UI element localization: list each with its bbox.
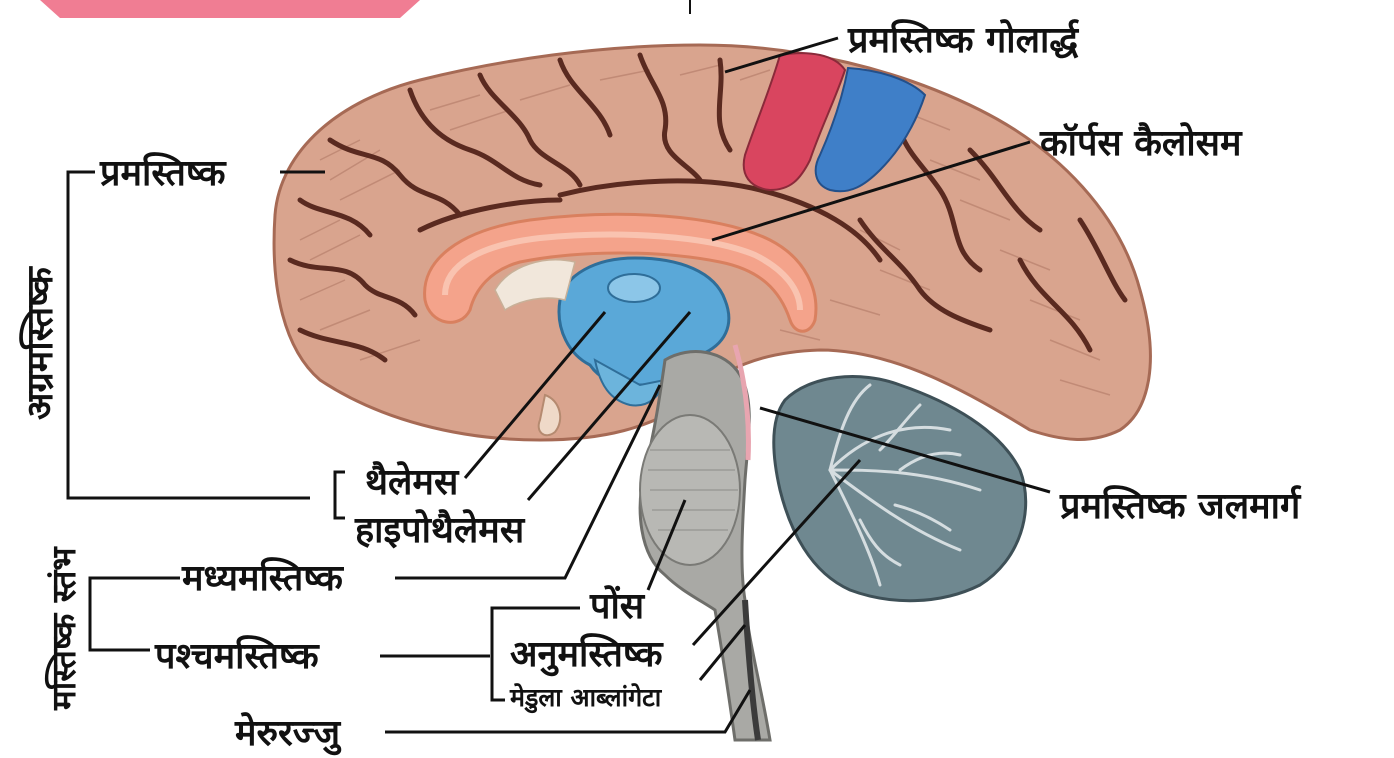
label-medulla-oblongata: मेडुला आब्लांगेटा — [509, 683, 663, 714]
label-thalamus: थैलेमस — [365, 461, 460, 503]
label-cerebral-hemisphere: प्रमस्तिष्क गोलार्द्ध — [847, 19, 1080, 61]
label-corpus-callosum: कॉर्पस कैलोसम — [1039, 122, 1243, 164]
interthalamic-adhesion — [608, 274, 660, 302]
brain-illustration-group — [274, 45, 1150, 740]
label-hindbrain: पश्चमस्तिष्क — [154, 635, 320, 677]
header-accent-bar — [40, 0, 420, 18]
label-brain-stem: मस्तिष्क स्तंभ — [44, 546, 83, 711]
label-cerebellum: अनुमस्तिष्क — [510, 633, 664, 677]
label-cerebral-aqueduct: प्रमस्तिष्क जलमार्ग — [1059, 485, 1302, 527]
label-hypothalamus: हाइपोथैलेमस — [354, 509, 526, 551]
cerebellum-shape — [774, 377, 1026, 601]
label-cerebrum: प्रमस्तिष्क — [99, 152, 227, 194]
label-forebrain: अग्रमस्तिष्क — [19, 266, 61, 420]
label-spinal-cord: मेरुरज्जु — [234, 712, 342, 756]
thalamus-bracket — [335, 472, 345, 518]
label-midbrain: मध्यमस्तिष्क — [181, 557, 344, 599]
label-pons: पोंस — [589, 585, 646, 627]
